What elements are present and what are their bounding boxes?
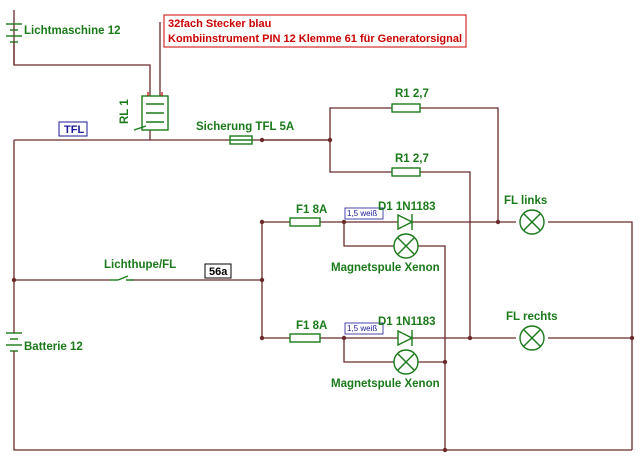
resistor-top-label: R1 2,7 [395,88,429,100]
coil-bottom [393,349,419,375]
diode-bottom [397,329,414,347]
coil-top [393,233,419,259]
note-box: 32fach Stecker blau Kombiinstrument PIN … [163,14,467,48]
coil-top-label: Magnetspule Xenon [331,262,440,274]
resistor-top [391,103,421,113]
battery-symbol [6,320,22,365]
tag-56a-text: 56a [209,266,228,278]
switch-label: Lichthupe/FL [104,259,176,271]
wire-tag-top-text: 1,5 weiß [347,209,377,218]
fuse-f1-bottom [289,333,321,343]
generator-label: Lichtmaschine 12 [24,25,121,37]
tag-56a: 56a [204,263,232,279]
diode-top-label: D1 1N1183 [378,201,436,213]
fuse-f1-top-label: F1 8A [296,204,327,216]
wire-tag-bottom-text: 1,5 weiß [347,324,377,333]
fuse-f1-top [289,217,321,227]
tfl-tag: TFL [58,121,88,137]
generator-symbol [6,23,22,65]
lamp-fl-links-label: FL links [504,195,547,207]
fuse-main [229,135,253,145]
fuse-f1-bottom-label: F1 8A [296,320,327,332]
tfl-tag-text: TFL [64,124,84,136]
battery-label: Batterie 12 [24,341,83,353]
lamp-fl-links [519,209,545,235]
diode-top [397,213,414,231]
wire-tag-top: 1,5 weiß [344,207,384,220]
diode-bottom-label: D1 1N1183 [378,316,436,328]
junction-nodes [11,137,635,453]
lamp-fl-rechts-label: FL rechts [506,311,558,323]
wire-tag-bottom: 1,5 weiß [344,322,384,335]
relay-rl1 [133,92,169,131]
relay-label: RL 1 [119,99,131,124]
resistor-mid-label: R1 2,7 [395,153,429,165]
wires [13,10,633,451]
coil-bottom-label: Magnetspule Xenon [331,378,440,390]
switch-lichthupe [110,275,134,281]
lamp-fl-rechts [519,325,545,351]
note-line-1: 32fach Stecker blau [168,18,271,30]
note-line-2: Kombiinstrument PIN 12 Klemme 61 für Gen… [168,33,462,45]
resistor-mid [391,167,421,177]
fuse-main-label: Sicherung TFL 5A [196,121,294,133]
